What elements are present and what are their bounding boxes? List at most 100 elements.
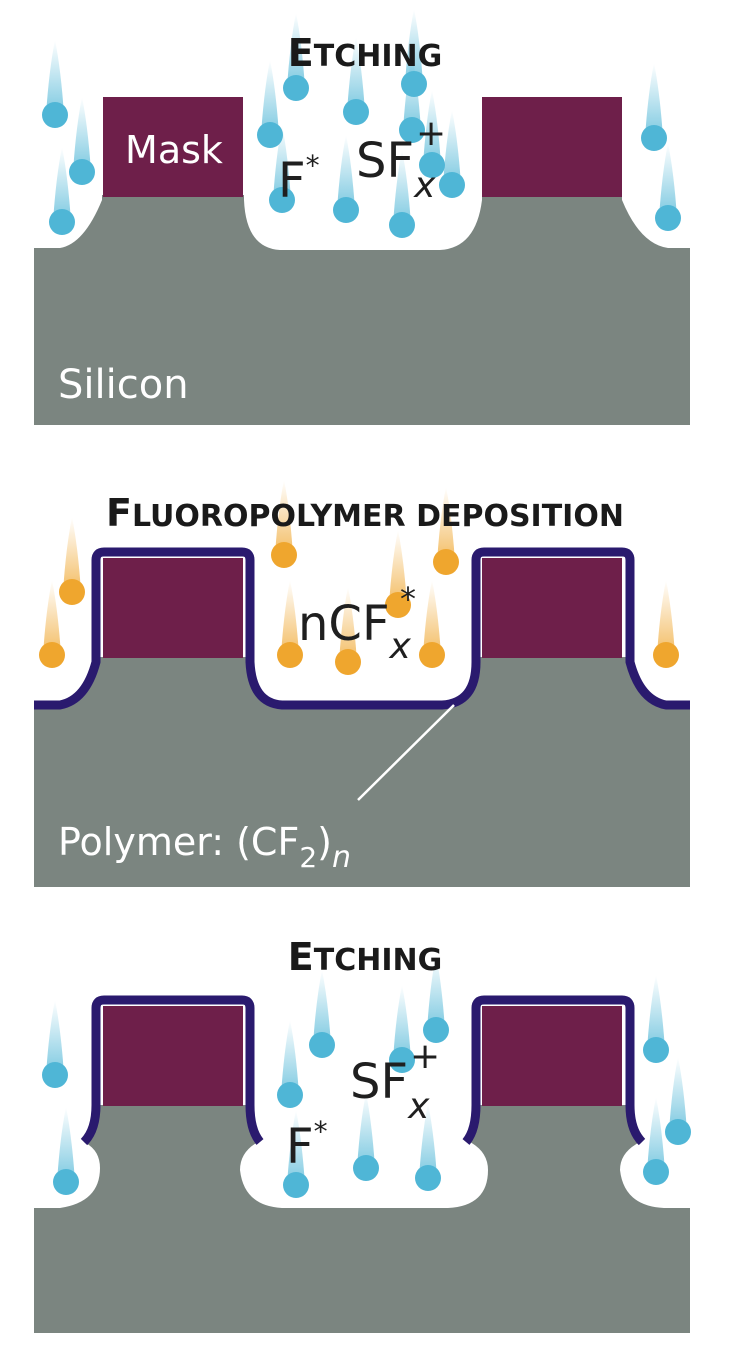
particle-dot <box>643 1037 669 1063</box>
particle-dot <box>333 197 359 223</box>
particle-trail <box>405 9 423 84</box>
silicon-label: Silicon <box>58 362 189 408</box>
particle-dot <box>343 99 369 125</box>
polymer-sidewall-left <box>80 995 264 1146</box>
particle-dot <box>643 1159 669 1185</box>
orange-particle-icon <box>653 580 679 668</box>
radical-label: F* <box>286 1115 328 1175</box>
particle-dot <box>389 1047 415 1073</box>
particle-dot <box>271 542 297 568</box>
ion-charge-label: + <box>410 1036 440 1077</box>
orange-particle-icon <box>277 580 303 668</box>
radical-label: F* <box>278 149 320 209</box>
particle-trail <box>57 1107 75 1182</box>
mask-block-right <box>482 97 622 197</box>
particle-dot <box>309 1032 335 1058</box>
panel-deposition: FLUOROPOLYMER DEPOSITION nCFx * Polymer:… <box>34 480 690 887</box>
silicon-substrate <box>34 657 690 887</box>
section-title-etching: ETCHING <box>288 935 442 979</box>
particle-dot <box>257 122 283 148</box>
mask-block-left <box>103 97 243 197</box>
particle-dot <box>69 159 95 185</box>
particle-trail <box>437 487 455 562</box>
particle-dot <box>42 1062 68 1088</box>
particle-trail <box>393 985 411 1060</box>
particle-dot <box>353 1155 379 1181</box>
particle-trail <box>647 1097 665 1172</box>
particle-trail <box>393 150 411 225</box>
blue-particle-icon <box>257 60 283 148</box>
mask-block-left <box>103 1006 243 1106</box>
particle-dot <box>665 1119 691 1145</box>
particle-dot <box>335 649 361 675</box>
mask-block-left <box>103 558 243 658</box>
particles-etch-2 <box>42 955 691 1198</box>
orange-particle-icon <box>335 587 361 675</box>
silicon-substrate <box>34 195 690 425</box>
particle-trail <box>423 580 441 655</box>
orange-particle-icon <box>39 580 65 668</box>
blue-particle-icon <box>415 1103 441 1191</box>
particle-trail <box>659 143 677 218</box>
blue-particle-icon <box>283 13 309 101</box>
particle-trail <box>287 13 305 88</box>
particle-trail <box>46 1000 64 1075</box>
particle-trail <box>43 580 61 655</box>
particle-dot <box>283 75 309 101</box>
particle-dot <box>433 549 459 575</box>
particle-trail <box>657 580 675 655</box>
blue-particle-icon <box>641 63 667 151</box>
orange-particle-icon <box>385 530 411 618</box>
ion-label: SFx <box>350 1054 430 1127</box>
panel-etching-1: ETCHING Mask Silicon F* SFx + <box>34 9 690 425</box>
particle-trail <box>389 530 407 605</box>
particle-dot <box>53 1169 79 1195</box>
blue-particle-icon <box>277 1020 303 1108</box>
particle-trail <box>275 480 293 555</box>
blue-particle-icon <box>423 955 449 1043</box>
particle-dot <box>389 212 415 238</box>
polymer-pointer-line <box>357 704 455 801</box>
particle-trail <box>443 110 461 185</box>
particle-dot <box>419 152 445 178</box>
blue-particle-icon <box>42 40 68 128</box>
mask-label: Mask <box>125 128 223 172</box>
particle-dot <box>59 579 85 605</box>
particle-dot <box>277 1082 303 1108</box>
particle-dot <box>42 102 68 128</box>
particle-trail <box>63 517 81 592</box>
particle-trail <box>46 40 64 115</box>
orange-particle-icon <box>419 580 445 668</box>
particle-dot <box>439 172 465 198</box>
particle-trail <box>647 975 665 1050</box>
orange-particle-icon <box>59 517 85 605</box>
section-title-etching: ETCHING <box>288 31 442 75</box>
particle-dot <box>385 592 411 618</box>
particle-dot <box>641 125 667 151</box>
blue-particle-icon <box>389 985 415 1073</box>
particle-dot <box>415 1165 441 1191</box>
ion-label: SFx <box>356 133 436 206</box>
species-sup-label: * <box>400 580 416 618</box>
particle-trail <box>337 135 355 210</box>
particle-dot <box>283 1172 309 1198</box>
particles-deposition <box>39 480 679 675</box>
blue-particle-icon <box>643 1097 669 1185</box>
polymer-label: Polymer: (CF2)n <box>58 820 351 875</box>
particle-trail <box>427 955 445 1030</box>
particle-trail <box>287 1110 305 1185</box>
blue-particle-icon <box>283 1110 309 1198</box>
particle-trail <box>419 1103 437 1178</box>
blue-particle-icon <box>69 97 95 185</box>
particle-dot <box>419 642 445 668</box>
polymer-sidewall-right <box>462 995 646 1146</box>
blue-particle-icon <box>309 970 335 1058</box>
particle-trail <box>281 580 299 655</box>
particle-trail <box>53 147 71 222</box>
blue-particle-icon <box>269 125 295 213</box>
particle-dot <box>399 117 425 143</box>
ion-charge-label: + <box>416 113 446 154</box>
blue-particle-icon <box>419 90 445 178</box>
particle-trail <box>357 1093 375 1168</box>
